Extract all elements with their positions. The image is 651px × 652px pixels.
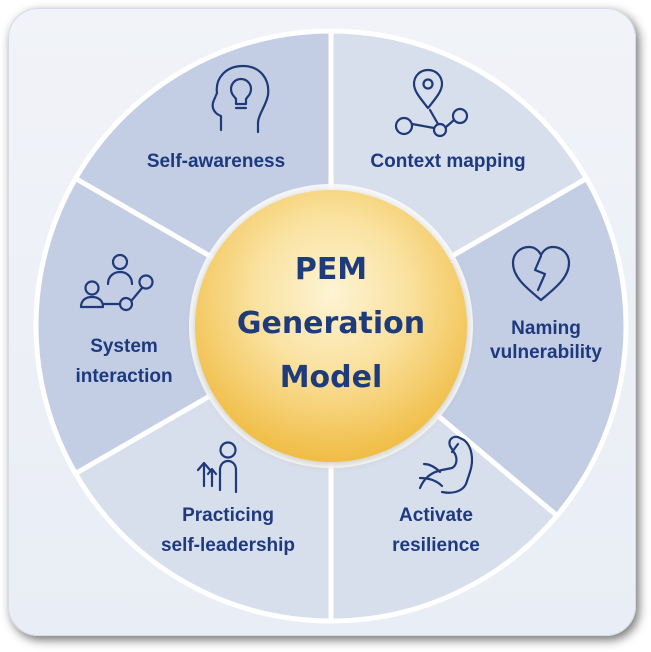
segment-label-line-1: System bbox=[90, 336, 158, 357]
flexed-arm-icon bbox=[418, 435, 474, 494]
segment-label-line-2: self-leadership bbox=[161, 535, 295, 556]
segment-label-line-1: Activate bbox=[399, 505, 473, 526]
center-circle bbox=[195, 190, 467, 462]
segment-label: Context mapping bbox=[370, 151, 525, 172]
center-title-line-1: PEM bbox=[295, 252, 367, 287]
segment-label: Self-awareness bbox=[147, 151, 285, 172]
segment-activate-resilience: Activate resilience bbox=[392, 435, 480, 556]
segment-label-line-2: vulnerability bbox=[490, 342, 602, 363]
center-hub: PEM Generation Model bbox=[189, 184, 473, 468]
segment-context-mapping: Context mapping bbox=[370, 68, 526, 172]
segment-self-awareness: Self-awareness bbox=[147, 64, 285, 172]
segment-system-interaction: System interaction bbox=[75, 253, 173, 387]
person-growth-icon bbox=[196, 441, 238, 494]
segment-label-line-2: resilience bbox=[392, 535, 480, 556]
segment-label-line-2: interaction bbox=[75, 366, 172, 387]
segment-label-line-1: Practicing bbox=[182, 505, 274, 526]
broken-heart-icon bbox=[511, 245, 571, 302]
segment-label-line-1: Naming bbox=[511, 318, 581, 339]
people-network-icon bbox=[79, 253, 154, 312]
location-network-icon bbox=[394, 68, 469, 138]
segment-practicing-self-leadership: Practicing self-leadership bbox=[161, 441, 295, 556]
center-title-line-3: Model bbox=[280, 360, 383, 395]
center-title-line-2: Generation bbox=[237, 306, 425, 341]
head-lightbulb-icon bbox=[211, 64, 270, 134]
segment-naming-vulnerability: Naming vulnerability bbox=[490, 245, 602, 363]
